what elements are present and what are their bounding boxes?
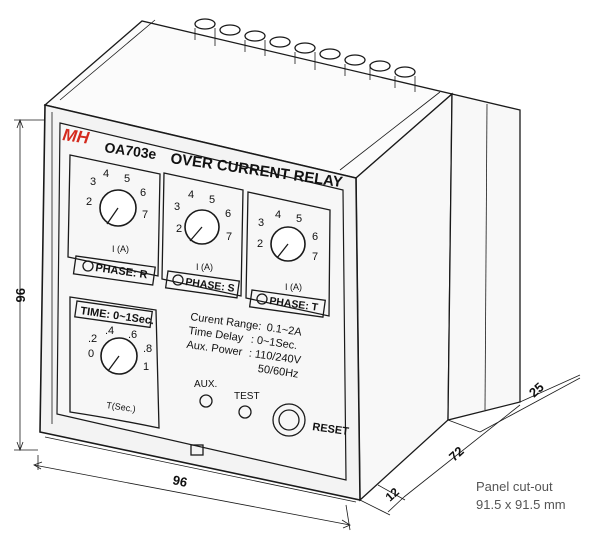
svg-text:5: 5 [124,173,130,185]
indicators: AUX. TEST RESET [194,379,350,438]
svg-text:.2: .2 [88,333,97,345]
aux-led [199,394,213,408]
svg-text:T(Sec.): T(Sec.) [106,400,137,414]
aux-label: AUX. [194,379,217,390]
test-label: TEST [234,391,260,402]
dim-width: 96 [171,472,188,490]
panel-cutout-note: Panel cut-out 91.5 x 91.5 mm [476,478,566,514]
svg-text:3: 3 [90,176,96,188]
svg-text:2: 2 [176,223,182,235]
svg-text:.6: .6 [128,329,137,341]
note-line-2: 91.5 x 91.5 mm [476,497,566,512]
svg-text:.8: .8 [143,343,152,355]
svg-text:.4: .4 [105,325,114,337]
dimension-lines [14,118,581,531]
svg-text:1: 1 [143,361,149,373]
svg-text:2: 2 [86,196,92,208]
dim-depth-25: 25 [526,379,547,400]
current-dial-r: 2 3 4 5 6 7 I (A) PHASE: R [67,154,161,286]
svg-text:MH: MH [61,125,91,148]
housing [43,19,521,502]
reset-button[interactable] [272,403,306,437]
svg-text:4: 4 [188,189,194,201]
note-line-1: Panel cut-out [476,479,553,494]
svg-text:0.1~2A: 0.1~2A [266,322,303,339]
svg-text:50/60Hz: 50/60Hz [257,363,299,381]
svg-text:4: 4 [275,209,281,221]
indicator-led-t [256,293,268,305]
reset-label: RESET [312,421,350,438]
svg-text:4: 4 [103,168,109,180]
model-label: OA703e [104,139,158,162]
svg-text:0: 0 [88,348,94,360]
indicator-led-r [82,260,94,272]
svg-text:6: 6 [140,187,146,199]
svg-text:2: 2 [257,238,263,250]
svg-text:5: 5 [296,213,302,225]
svg-text:3: 3 [174,201,180,213]
svg-text:7: 7 [226,231,232,243]
svg-text:7: 7 [312,251,318,263]
svg-text:3: 3 [258,217,264,229]
svg-text:5: 5 [209,194,215,206]
bottom-latch [44,436,357,503]
svg-text:7: 7 [142,209,148,221]
svg-text:6: 6 [312,231,318,243]
current-dial-t: 2 3 4 5 6 7 I (A) PHASE: T [245,191,331,318]
indicator-led-s [172,274,184,286]
brand-logo: MH [61,125,91,148]
test-button[interactable] [238,405,252,419]
dim-height: 96 [13,288,28,302]
svg-text:6: 6 [225,208,231,220]
terminal-screws [194,18,416,92]
svg-text:I (A): I (A) [285,282,302,292]
svg-text:I (A): I (A) [112,244,129,254]
svg-text:I (A): I (A) [196,262,213,272]
